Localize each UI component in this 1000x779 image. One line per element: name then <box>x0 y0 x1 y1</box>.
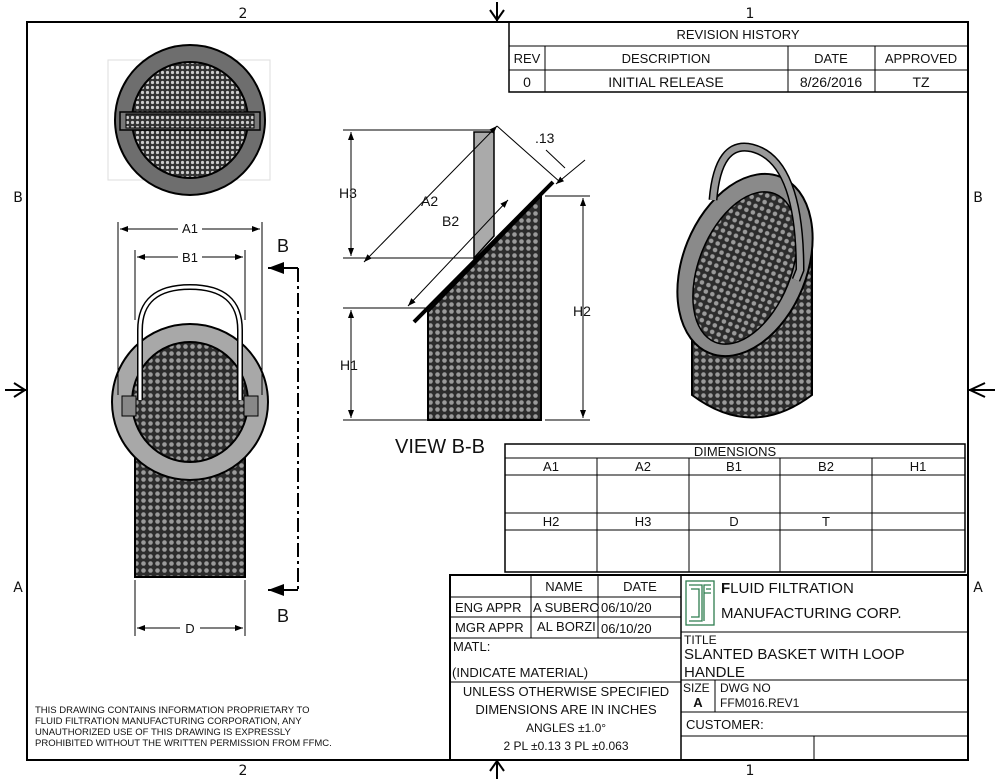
approval-name: AL BORZI <box>537 619 596 634</box>
approval-row: ENG APPR A SUBERO 06/10/20 <box>455 600 652 615</box>
rev-header: REV <box>514 51 541 66</box>
customer-label: CUSTOMER: <box>686 717 764 732</box>
disclaimer-line: PROHIBITED WITHOUT THE WRITTEN PERMISSIO… <box>35 738 332 749</box>
title-block <box>449 574 969 761</box>
dwg-no-value: FFM016.REV1 <box>720 696 800 710</box>
revision-history-title: REVISION HISTORY <box>676 27 799 42</box>
section-line-b-b <box>268 262 299 596</box>
tolerance-note: DIMENSIONS ARE IN INCHES <box>475 702 657 717</box>
dim-header-d: D <box>729 514 738 529</box>
zone-bottom-2: 2 <box>239 763 248 779</box>
title-label: TITLE <box>684 633 717 647</box>
approval-role: ENG APPR <box>455 600 521 615</box>
dim-d: D <box>185 621 194 636</box>
revision-row: 0 INITIAL RELEASE 8/26/2016 TZ <box>523 74 930 90</box>
approval-date: 06/10/20 <box>601 600 652 615</box>
dim-h1: H1 <box>340 357 358 373</box>
drawing-title-line2: HANDLE <box>684 664 745 681</box>
tolerance-note: 2 PL ±0.13 3 PL ±0.063 <box>503 739 628 753</box>
zone-left-b: B <box>13 190 23 206</box>
material-label: MATL: <box>453 639 490 654</box>
approval-date: 06/10/20 <box>601 621 652 636</box>
dim-b1: B1 <box>182 250 198 265</box>
disclaimer-line: UNAUTHORIZED USE OF THIS DRAWING IS EXPR… <box>35 727 291 738</box>
section-view <box>343 125 590 421</box>
drawing-title-line1: SLANTED BASKET WITH LOOP <box>684 646 905 663</box>
approval-row: MGR APPR AL BORZI 06/10/20 <box>455 619 652 636</box>
zone-top-2: 2 <box>239 6 248 22</box>
isometric-view <box>676 142 814 419</box>
dimensions-table <box>504 443 966 573</box>
zone-right-b: B <box>973 190 983 206</box>
dim-h3: H3 <box>339 185 357 201</box>
section-label-bottom: B <box>277 606 289 626</box>
disclaimer-line: FLUID FILTRATION MANUFACTURING CORPORATI… <box>35 716 302 727</box>
date-header: DATE <box>623 579 657 594</box>
company-initial: F <box>721 580 730 597</box>
approval-role: MGR APPR <box>455 620 524 635</box>
company-logo <box>685 580 715 626</box>
dim-header-b2: B2 <box>818 459 834 474</box>
view-title: VIEW B-B <box>395 436 485 458</box>
tolerance-note: ANGLES ±1.0° <box>526 721 606 735</box>
dim-header-b1: B1 <box>726 459 742 474</box>
date-value: 8/26/2016 <box>800 74 862 90</box>
zone-left-a: A <box>13 580 23 596</box>
section-label-top: B <box>277 236 289 256</box>
zone-bottom-1: 1 <box>746 763 755 779</box>
dim-a1: A1 <box>182 221 198 236</box>
dim-h2: H2 <box>573 303 591 319</box>
dwg-no-label: DWG NO <box>720 681 771 695</box>
description-value: INITIAL RELEASE <box>608 74 723 90</box>
dim-a2: A2 <box>421 193 438 209</box>
dim-header-a2: A2 <box>635 459 651 474</box>
dimensions-table-title: DIMENSIONS <box>694 444 777 459</box>
top-view <box>107 44 271 196</box>
dim-header-h2: H2 <box>543 514 560 529</box>
dim-thickness: .13 <box>535 130 555 146</box>
company-name-rest: LUID FILTRATION <box>730 580 854 597</box>
dim-header-t: T <box>822 514 830 529</box>
approved-value: TZ <box>912 74 930 90</box>
size-value: A <box>693 695 703 710</box>
approval-name: A SUBERO <box>533 600 599 615</box>
approved-header: APPROVED <box>885 51 957 66</box>
revision-history-table <box>508 21 969 93</box>
company-name-line1: FLUID FILTRATION <box>721 580 854 597</box>
zone-right-a: A <box>973 580 983 596</box>
dim-header-h1: H1 <box>910 459 927 474</box>
dim-b2: B2 <box>442 213 459 229</box>
front-view <box>111 222 269 636</box>
tolerance-note: UNLESS OTHERWISE SPECIFIED <box>463 684 669 699</box>
rev-value: 0 <box>523 74 531 90</box>
zone-top-1: 1 <box>746 6 755 22</box>
dim-header-h3: H3 <box>635 514 652 529</box>
description-header: DESCRIPTION <box>622 51 711 66</box>
date-header: DATE <box>814 51 848 66</box>
centering-arrow-icons <box>5 2 995 779</box>
proprietary-disclaimer: THIS DRAWING CONTAINS INFORMATION PROPRI… <box>35 705 332 749</box>
material-value: (INDICATE MATERIAL) <box>452 665 588 680</box>
company-name-line2: MANUFACTURING CORP. <box>721 605 902 622</box>
name-header: NAME <box>545 579 583 594</box>
disclaimer-line: THIS DRAWING CONTAINS INFORMATION PROPRI… <box>35 705 309 716</box>
dim-header-a1: A1 <box>543 459 559 474</box>
size-label: SIZE <box>683 681 710 695</box>
